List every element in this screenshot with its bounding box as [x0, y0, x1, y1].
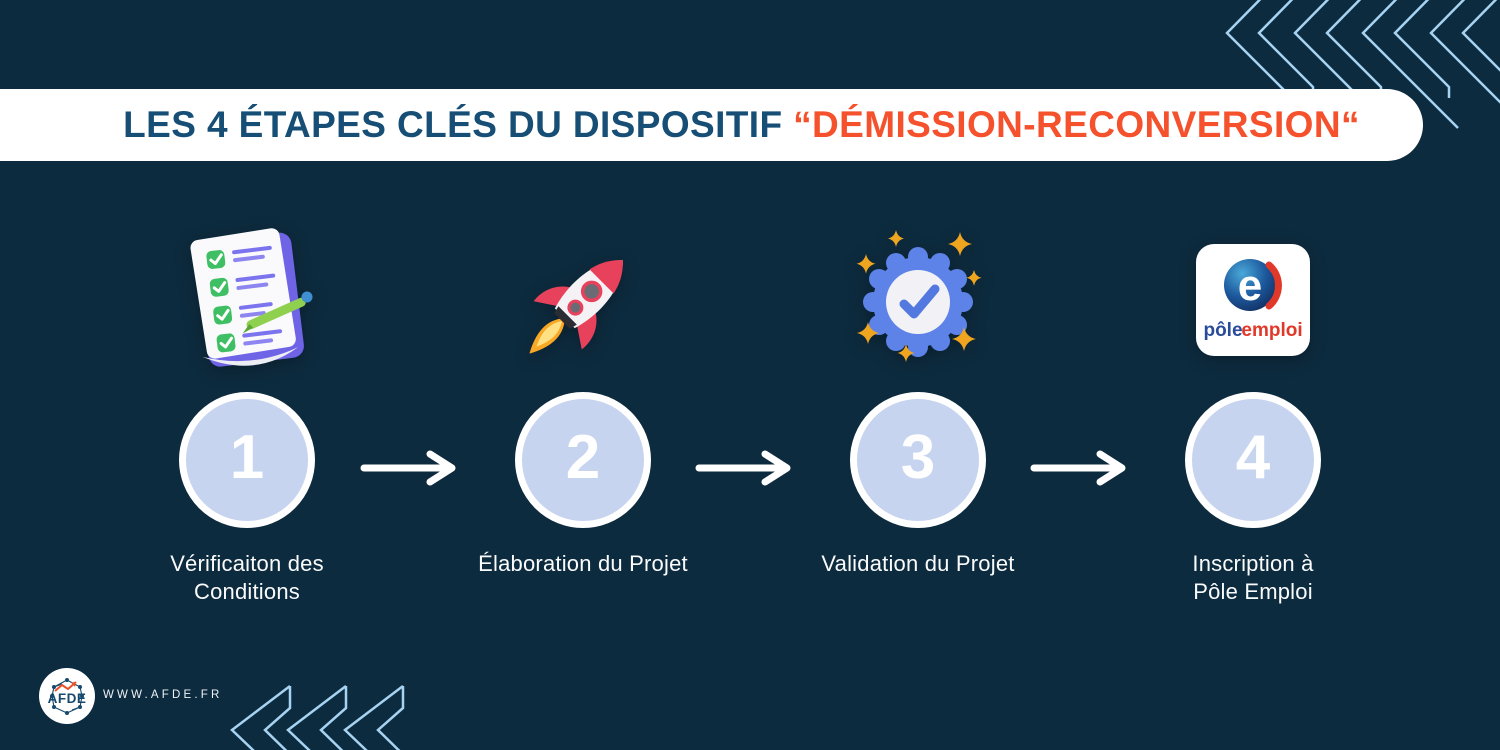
pole-emploi-logo: e pôle emploi	[1103, 220, 1403, 380]
sparkles-decoration	[856, 230, 982, 362]
step-4: e pôle emploi 4 Inscription à Pôle Emplo…	[1103, 220, 1403, 606]
step-2: 2 Élaboration du Projet	[433, 220, 733, 578]
step-label: Validation du Projet	[821, 551, 1015, 576]
arrow-step2-to-step3	[695, 450, 791, 486]
pencil-decoration	[242, 291, 313, 334]
step-number: 3	[900, 423, 936, 492]
step-number: 2	[565, 423, 601, 492]
arrow-step1-to-step2	[360, 450, 456, 486]
step-number: 4	[1235, 423, 1271, 492]
rocket-icon	[433, 220, 733, 380]
step-number-circle: 2	[515, 392, 651, 528]
pole-emploi-word-pole: pôle	[1203, 320, 1242, 341]
page-title: LES 4 ÉTAPES CLÉS DU DISPOSITIF “DÉMISSI…	[123, 104, 1360, 146]
step-label: Vérificaiton des Conditions	[170, 551, 324, 604]
step-label: Élaboration du Projet	[478, 551, 688, 576]
step-3: 3 Validation du Projet	[768, 220, 1068, 578]
step-1: 1 Vérificaiton des Conditions	[97, 220, 397, 606]
chevrons-bottom-left-decoration	[230, 685, 405, 750]
afde-logo-text: AFDE	[48, 691, 87, 706]
arrow-step3-to-step4	[1030, 450, 1126, 486]
step-label: Inscription à Pôle Emploi	[1192, 551, 1314, 604]
verified-badge-icon	[768, 220, 1068, 380]
pole-emploi-letter: e	[1238, 261, 1262, 310]
step-number-circle: 1	[179, 392, 315, 528]
website-url: WWW.AFDE.FR	[103, 689, 223, 701]
step-number: 1	[229, 423, 265, 492]
pole-emploi-word-emploi: emploi	[1241, 320, 1302, 341]
afde-logo: AFDE	[39, 668, 95, 724]
title-highlight: “DÉMISSION-RECONVERSION“	[793, 104, 1360, 145]
step-number-circle: 4	[1185, 392, 1321, 528]
checklist-icon	[97, 220, 397, 380]
step-number-circle: 3	[850, 392, 986, 528]
title-prefix: LES 4 ÉTAPES CLÉS DU DISPOSITIF	[123, 104, 794, 145]
title-banner: LES 4 ÉTAPES CLÉS DU DISPOSITIF “DÉMISSI…	[0, 89, 1423, 161]
